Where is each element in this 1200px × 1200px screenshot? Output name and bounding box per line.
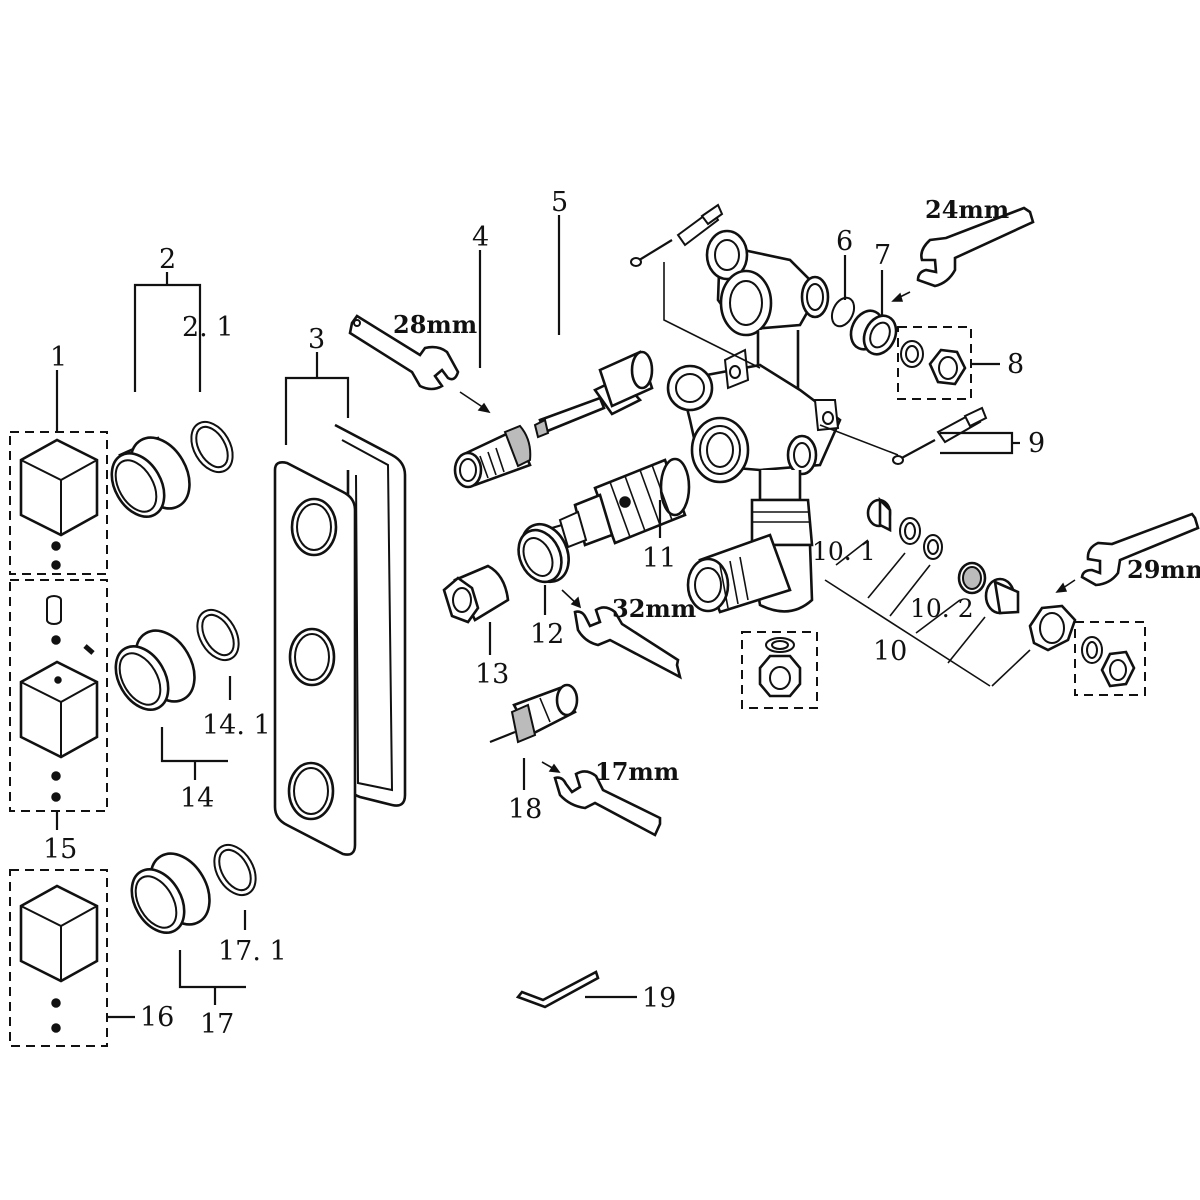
label-2: 2: [159, 244, 176, 275]
label-18: 18: [508, 794, 542, 825]
cover-plate-3: [273, 423, 407, 856]
handle-middle: [9, 579, 108, 812]
label-16: 16: [140, 1002, 174, 1033]
label-11: 11: [642, 543, 676, 574]
sleeve-17: [130, 843, 257, 934]
o-ring-6: [830, 296, 856, 328]
wrench-size-labels: 28mm 24mm 32mm 29mm 17mm: [393, 195, 1200, 786]
screw-plug-top: [630, 203, 724, 267]
wrench-size-24mm: 24mm: [925, 195, 1009, 224]
label-13: 13: [475, 659, 509, 690]
label-15: 15: [43, 834, 77, 865]
wrench-17mm-icon: [553, 770, 662, 837]
wrench-size-29mm: 29mm: [1127, 555, 1200, 584]
part-labels: 1 2 2. 1 3 4 5 6 7 8 9 10 10. 1 10. 2 11…: [43, 187, 1045, 1040]
screw-plug-9: [892, 406, 988, 465]
label-5: 5: [551, 187, 568, 218]
union-7: [849, 309, 898, 356]
handle-bottom: [9, 869, 108, 1047]
ring-nut-12: [517, 522, 570, 584]
leader-lines: [55, 215, 1031, 1019]
label-14: 14: [180, 783, 214, 814]
label-8: 8: [1007, 349, 1024, 380]
spindle-5: [533, 350, 654, 439]
wrench-arrows: [459, 291, 1076, 773]
valve-body: [666, 229, 842, 614]
label-17-1: 17. 1: [218, 936, 287, 967]
label-1: 1: [50, 342, 67, 373]
cartridge-18: [489, 683, 579, 744]
label-19: 19: [642, 983, 676, 1014]
wrench-28mm-icon: [348, 314, 460, 391]
fittings-10: [866, 496, 1077, 652]
label-7: 7: [874, 240, 891, 271]
label-10-2: 10. 2: [910, 594, 974, 623]
handle-top: [9, 431, 108, 575]
bonnet-13: [442, 564, 510, 624]
label-2-1: 2. 1: [182, 312, 234, 343]
nut-set-bottom: [741, 631, 818, 709]
sleeve-14: [114, 608, 240, 711]
nipple-4: [453, 424, 532, 489]
hex-key-19-icon: [515, 970, 600, 1009]
label-10: 10: [873, 636, 907, 667]
wrench-size-17mm: 17mm: [595, 757, 679, 786]
label-12: 12: [530, 619, 564, 650]
sleeve-2: [110, 420, 234, 518]
nut-set-8: [897, 326, 972, 400]
label-6: 6: [836, 226, 853, 257]
label-17: 17: [200, 1009, 234, 1040]
cartridge-11: [544, 457, 691, 549]
label-3: 3: [308, 324, 325, 355]
wrench-29mm-icon: [1080, 512, 1200, 587]
wrench-32mm-icon: [573, 606, 682, 680]
label-10-1: 10. 1: [812, 537, 876, 566]
label-4: 4: [472, 222, 489, 253]
nut-set-right: [1074, 621, 1146, 696]
wrench-24mm-icon: [916, 206, 1035, 288]
label-14-1: 14. 1: [202, 710, 271, 741]
label-9: 9: [1028, 428, 1045, 459]
wrench-size-32mm: 32mm: [612, 594, 696, 623]
wrench-size-28mm: 28mm: [393, 310, 477, 339]
